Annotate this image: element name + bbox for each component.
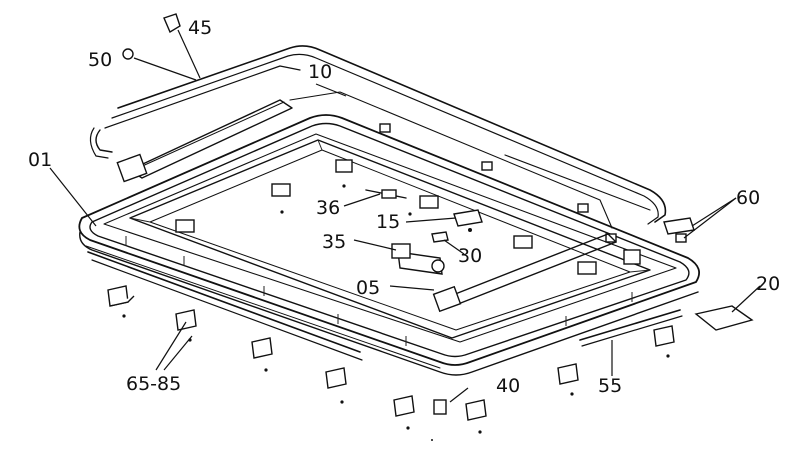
callout-55: 55 <box>598 375 622 397</box>
mechanism-parts <box>365 189 483 275</box>
small-parts-45-50 <box>122 13 181 60</box>
callout-10: 10 <box>308 61 332 83</box>
main-frame <box>78 114 700 376</box>
part-60-clips <box>663 217 695 243</box>
part-55-strips <box>87 251 683 361</box>
callout-30: 30 <box>458 245 482 267</box>
callout-05: 05 <box>356 277 380 299</box>
callout-labels: 45 50 10 01 36 15 35 30 05 60 20 55 40 6… <box>28 17 780 397</box>
leader-lines <box>49 29 761 403</box>
part-65-85-feet <box>107 285 675 441</box>
front-rail <box>116 99 293 183</box>
callout-60: 60 <box>736 187 760 209</box>
callout-01: 01 <box>28 149 52 171</box>
callout-15: 15 <box>376 211 400 233</box>
part-20-plate <box>694 305 754 331</box>
callout-20: 20 <box>756 273 780 295</box>
callout-45: 45 <box>188 17 212 39</box>
callout-40: 40 <box>496 375 520 397</box>
callout-50: 50 <box>88 49 112 71</box>
callout-35: 35 <box>322 231 346 253</box>
outer-seal-frame <box>89 45 667 229</box>
callout-65-85: 65-85 <box>126 373 181 395</box>
callout-36: 36 <box>316 197 340 219</box>
inner-blocks <box>175 159 641 275</box>
rear-rail <box>432 233 617 313</box>
